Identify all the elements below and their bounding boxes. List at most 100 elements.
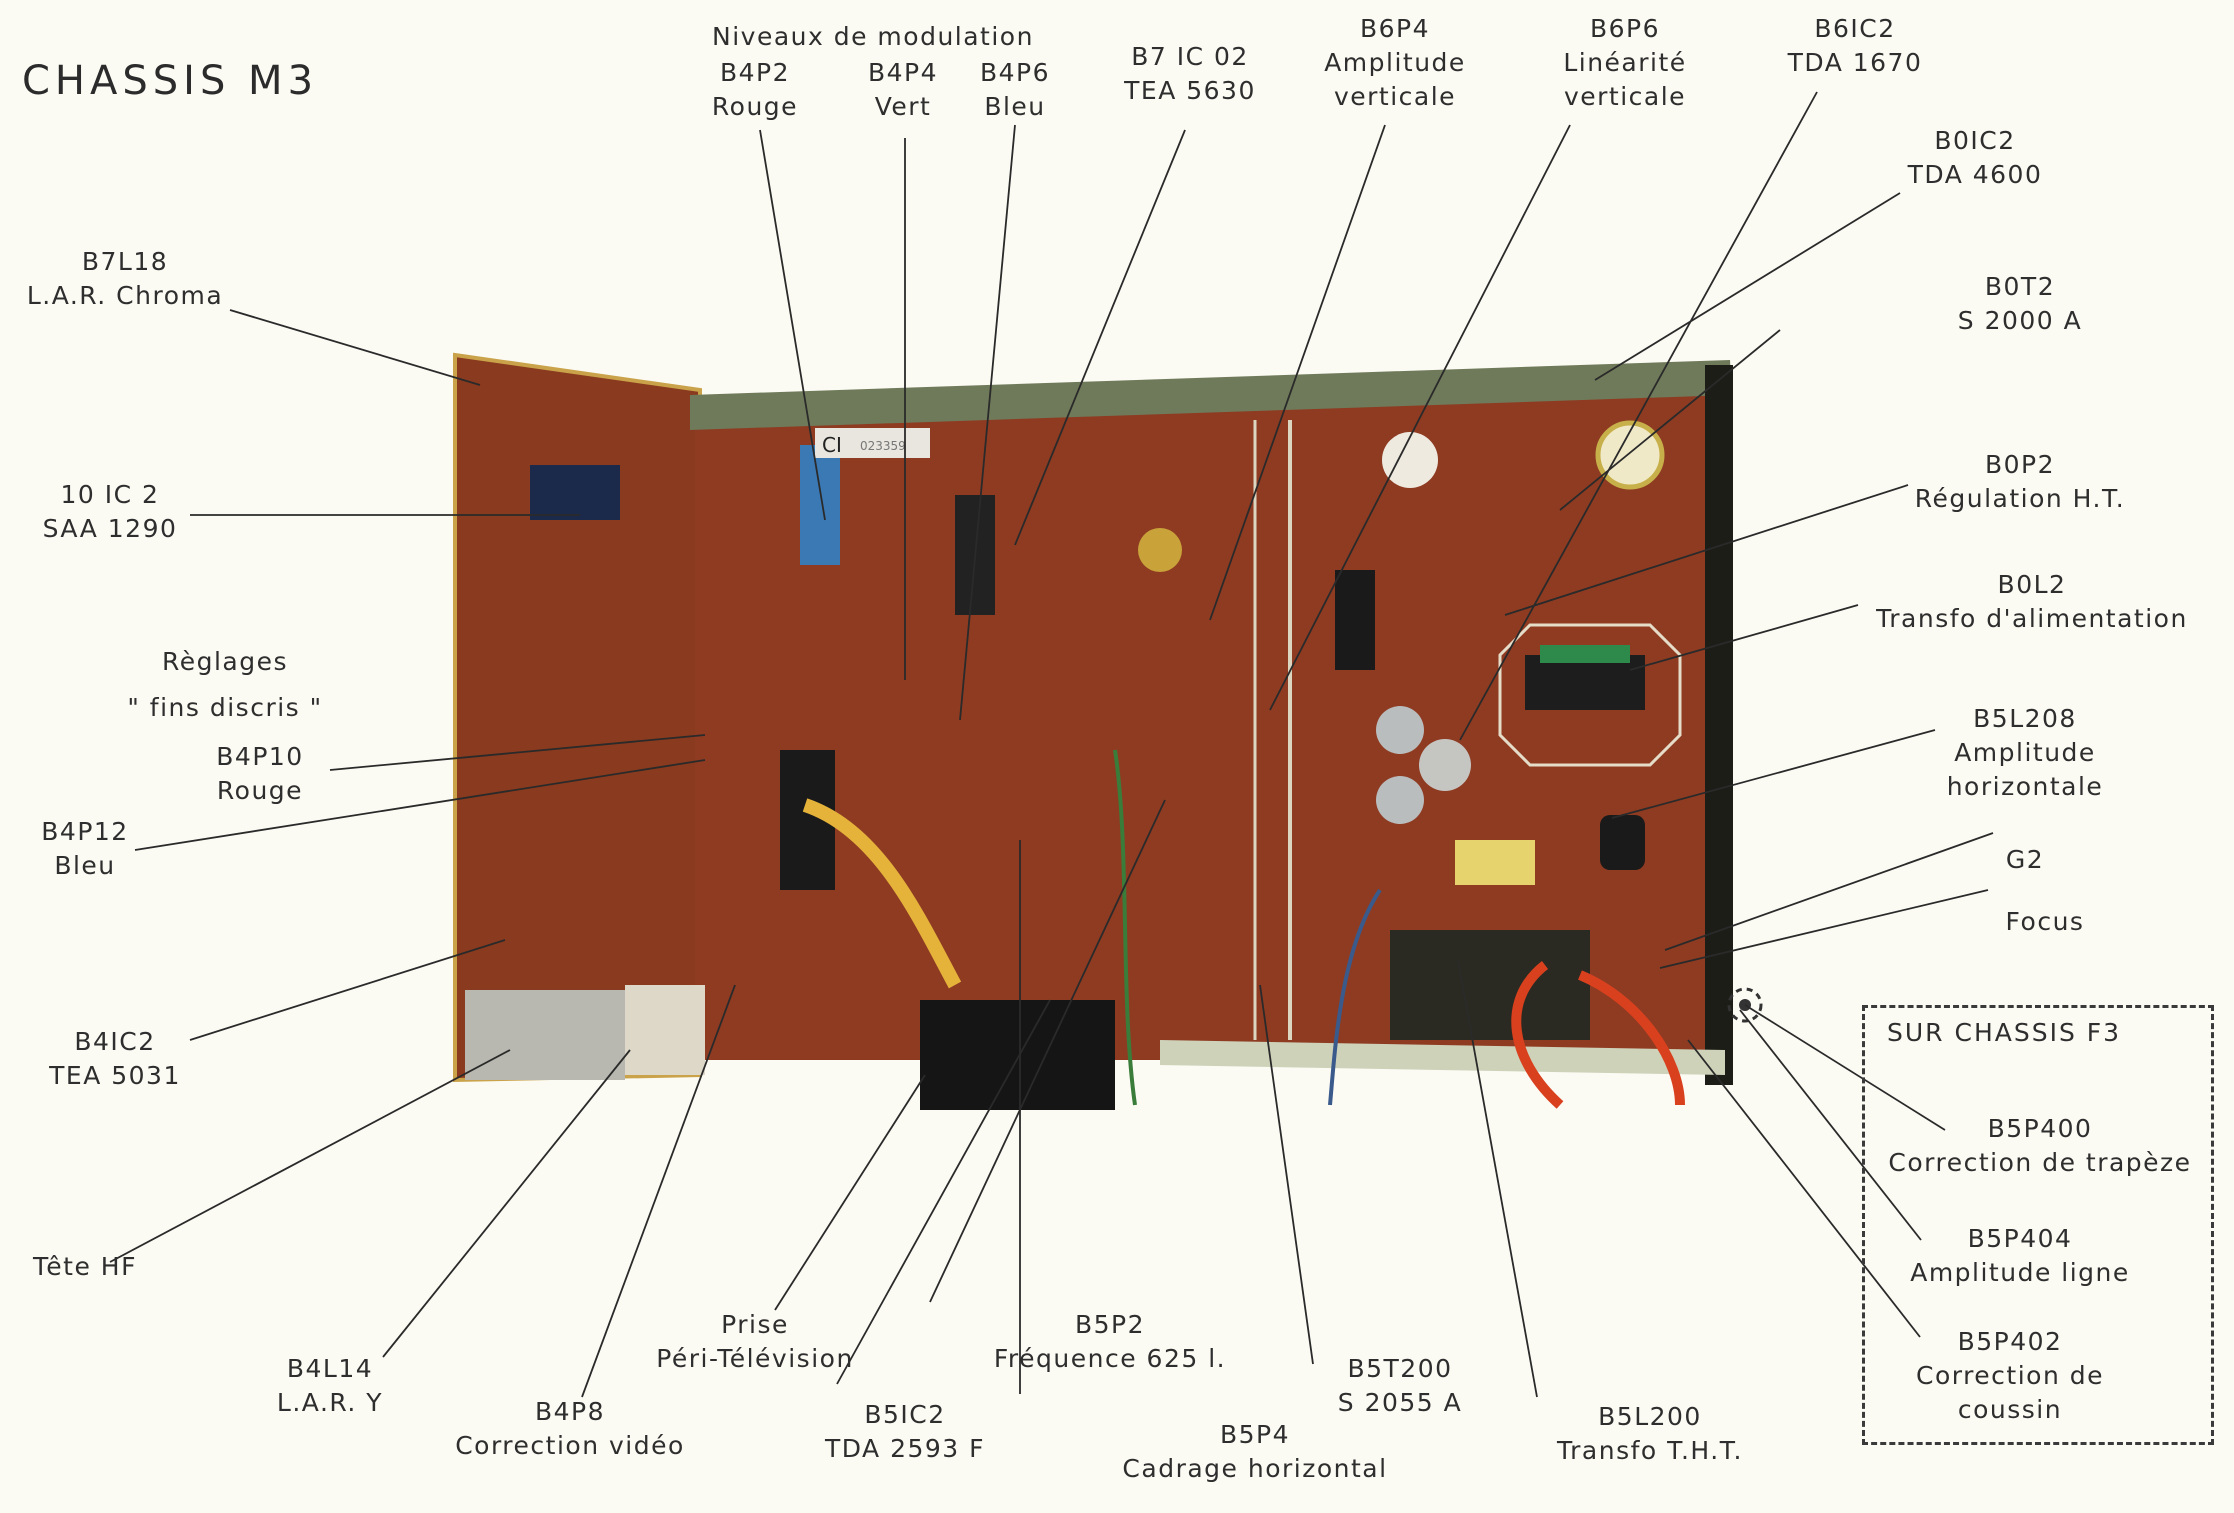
ic-saa1290 bbox=[530, 465, 620, 520]
label-tete-hf: Tête HF bbox=[25, 1250, 145, 1284]
leader-b6p4 bbox=[1209, 124, 1386, 621]
label-desc: Cadrage horizontal bbox=[1122, 1454, 1388, 1483]
label-ref: B0IC2 bbox=[1934, 126, 2016, 155]
label-desc: Rouge bbox=[711, 92, 799, 121]
blue-module bbox=[800, 445, 840, 565]
leader-b0ic2 bbox=[1594, 192, 1901, 381]
leader-b5p400 bbox=[1744, 1004, 1946, 1131]
leader-b5p404 bbox=[1739, 1009, 1922, 1241]
leader-b5l200 bbox=[1457, 959, 1538, 1398]
label-desc: L.A.R. Y bbox=[276, 1388, 384, 1417]
label-b5t200: B5T200 S 2055 A bbox=[1325, 1352, 1475, 1420]
leader-b4p12 bbox=[134, 759, 706, 851]
power-transformer bbox=[1525, 655, 1645, 710]
label-ref: B5P2 bbox=[1074, 1310, 1146, 1339]
label-ref: B4P8 bbox=[534, 1397, 606, 1426]
label-desc: Amplitude ligne bbox=[1910, 1258, 2130, 1287]
leader-b5l208 bbox=[1611, 729, 1936, 819]
label-desc: Rouge bbox=[216, 776, 304, 805]
peritel-connector bbox=[920, 1000, 1115, 1110]
label-ref: B5P404 bbox=[1967, 1224, 2073, 1253]
label-ref: B4P6 bbox=[979, 58, 1051, 87]
leader-b4p2 bbox=[759, 129, 826, 521]
yellow-resistor bbox=[1455, 840, 1535, 885]
label-ref: B5P400 bbox=[1987, 1114, 2093, 1143]
tuner-tete-hf bbox=[465, 990, 625, 1080]
leader-b4ic2 bbox=[189, 939, 506, 1041]
label-desc-2: verticale bbox=[1563, 82, 1687, 111]
label-ref: B5P4 bbox=[1219, 1420, 1291, 1449]
page-title: CHASSIS M3 bbox=[22, 58, 319, 104]
label-ref: B5T200 bbox=[1347, 1354, 1453, 1383]
label-desc: Correction de bbox=[1915, 1361, 2105, 1390]
label-desc: Transfo d'alimentation bbox=[1876, 604, 2188, 633]
leader-b4p6 bbox=[959, 124, 1016, 721]
leader-tete-hf bbox=[109, 1049, 511, 1263]
label-reglages: Règlages " fins discris " bbox=[105, 645, 345, 725]
label-line-2: " fins discris " bbox=[127, 693, 323, 722]
label-desc: Transfo T.H.T. bbox=[1557, 1436, 1743, 1465]
label-desc-2: coussin bbox=[1957, 1395, 2063, 1424]
label-line-1: Règlages bbox=[161, 647, 289, 676]
leader-prise bbox=[774, 1074, 926, 1311]
capacitor bbox=[1419, 739, 1471, 791]
label-desc: TDA 2593 F bbox=[824, 1434, 986, 1463]
label-desc: L.A.R. Chroma bbox=[26, 281, 224, 310]
label-desc-2: horizontale bbox=[1946, 772, 2104, 801]
label-desc: TDA 4600 bbox=[1907, 160, 2043, 189]
capacitor bbox=[1376, 706, 1424, 754]
modulation-group-title: Niveaux de modulation bbox=[712, 22, 1034, 51]
leader-b5ic2 bbox=[836, 999, 1051, 1385]
top-rail bbox=[690, 360, 1732, 430]
label-desc: Régulation H.T. bbox=[1914, 484, 2126, 513]
label-desc: S 2055 A bbox=[1337, 1388, 1463, 1417]
label-desc: Fréquence 625 l. bbox=[993, 1344, 1227, 1373]
label-ref: B7L18 bbox=[81, 247, 169, 276]
label-desc: Bleu bbox=[54, 851, 116, 880]
sticker-number: 023359 bbox=[860, 439, 906, 453]
label-ref: B4P4 bbox=[867, 58, 939, 87]
label-focus: Focus bbox=[1995, 905, 2095, 939]
label-ref: B5L208 bbox=[1973, 704, 2077, 733]
label-desc: TEA 5630 bbox=[1124, 76, 1256, 105]
leader-b7ic02 bbox=[1014, 129, 1186, 546]
leader-b0l2 bbox=[1629, 604, 1859, 671]
sticker-ci: CI bbox=[822, 433, 842, 457]
tht-transformer bbox=[1390, 930, 1590, 1040]
leader-b5p2 bbox=[929, 799, 1166, 1303]
label-ref: B4P12 bbox=[41, 817, 129, 846]
leader-focus bbox=[1659, 889, 1989, 969]
leader-b0t2 bbox=[1559, 329, 1781, 511]
leader-b7l18 bbox=[229, 309, 481, 386]
label-ref: B6P4 bbox=[1359, 14, 1431, 43]
leader-b4p8 bbox=[581, 984, 736, 1398]
label-desc: Correction vidéo bbox=[455, 1431, 685, 1460]
label-g2: G2 bbox=[1995, 843, 2055, 877]
label-desc: Bleu bbox=[984, 92, 1046, 121]
leader-b0p2 bbox=[1504, 484, 1909, 616]
label-desc: Linéarité bbox=[1563, 48, 1687, 77]
label-ref: B0L2 bbox=[1997, 570, 2067, 599]
label-desc: TEA 5031 bbox=[49, 1061, 181, 1090]
leader-b4l14 bbox=[382, 1049, 631, 1358]
